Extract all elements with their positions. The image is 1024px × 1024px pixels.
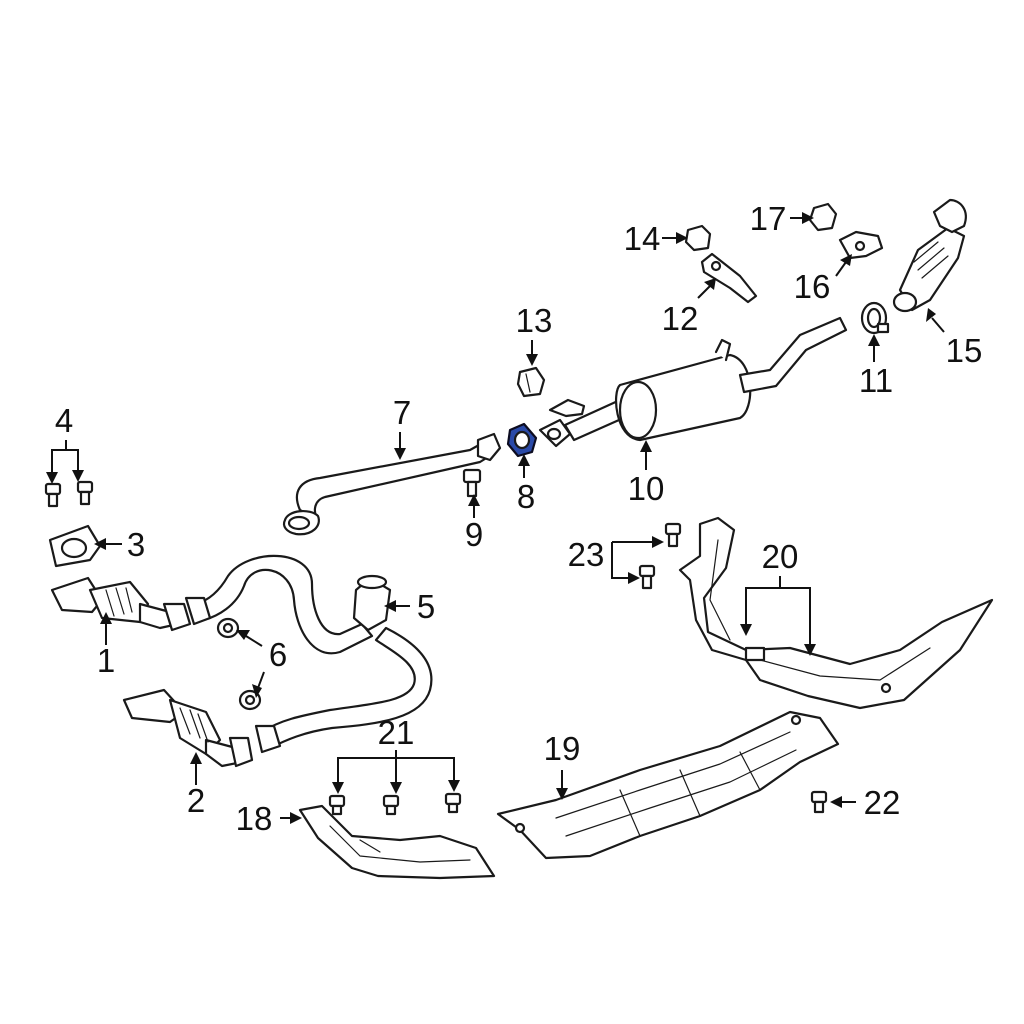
callout-20: 20 (762, 538, 799, 575)
front-pipe-part-7[interactable] (282, 432, 502, 536)
leader-line-23 (611, 536, 664, 584)
callout-17: 17 (750, 200, 787, 237)
leader-line-11 (868, 334, 880, 362)
tailpipe-part-15[interactable] (892, 198, 967, 313)
leader-line-16 (835, 254, 852, 277)
leader-line-20 (740, 576, 816, 656)
callout-3: 3 (127, 526, 145, 563)
callout-9: 9 (465, 516, 483, 553)
leader-line-8 (518, 454, 530, 478)
callout-14: 14 (624, 220, 661, 257)
callout-4: 4 (55, 402, 73, 439)
callout-6: 6 (269, 636, 287, 673)
isolator-part-13[interactable] (516, 366, 546, 398)
y-pipe-part-5[interactable] (184, 554, 433, 754)
bolt-part-9[interactable] (462, 468, 482, 498)
bolt-part-22[interactable] (810, 790, 828, 814)
heat-shield-part-19[interactable] (496, 710, 840, 860)
callout-15: 15 (946, 332, 983, 369)
leader-line-1 (100, 612, 112, 645)
leader-line-12 (697, 278, 716, 299)
leader-line-6 (236, 630, 265, 698)
leader-line-15 (926, 308, 945, 333)
leader-line-17 (790, 212, 814, 224)
callout-21: 21 (378, 714, 415, 751)
leader-line-3 (94, 538, 122, 550)
callout-16: 16 (794, 268, 831, 305)
leader-line-10 (640, 440, 652, 470)
isolator-part-14[interactable] (684, 224, 712, 252)
callout-5: 5 (417, 588, 435, 625)
clamp-part-11[interactable] (860, 301, 890, 335)
callout-13: 13 (516, 302, 553, 339)
bolts-part-21[interactable] (328, 792, 462, 816)
callout-23: 23 (568, 536, 605, 573)
gasket-part-8[interactable] (506, 422, 538, 458)
callout-1: 1 (97, 642, 115, 679)
converter-part-2[interactable] (122, 688, 254, 768)
callout-18: 18 (236, 800, 273, 837)
leader-line-9 (468, 494, 480, 518)
hanger-part-16[interactable] (838, 230, 884, 260)
callout-7: 7 (393, 394, 411, 431)
callout-11: 11 (859, 362, 893, 399)
leader-line-14 (662, 232, 688, 244)
leader-line-13 (526, 340, 538, 366)
converter-part-1[interactable] (50, 576, 192, 632)
leader-line-2 (190, 752, 202, 785)
leader-line-21 (332, 750, 460, 794)
leader-line-5 (384, 600, 410, 612)
leader-line-19 (556, 770, 568, 800)
bolts-part-23[interactable] (638, 522, 682, 590)
muffler-part-10[interactable] (538, 316, 848, 448)
isolator-part-17[interactable] (808, 202, 838, 232)
leader-line-4 (46, 440, 84, 484)
heat-shield-part-20[interactable] (678, 516, 994, 710)
leader-line-22 (830, 796, 856, 808)
heat-shield-part-18[interactable] (298, 804, 496, 880)
callout-22: 22 (864, 784, 901, 821)
callout-12: 12 (662, 300, 699, 337)
callout-19: 19 (544, 730, 581, 767)
nuts-part-6[interactable] (216, 617, 262, 711)
gasket-part-3[interactable] (48, 524, 102, 568)
leader-line-7 (394, 432, 406, 460)
callout-10: 10 (628, 470, 665, 507)
callout-2: 2 (187, 782, 205, 819)
hanger-part-12[interactable] (700, 252, 758, 304)
bolts-part-4[interactable] (44, 480, 94, 508)
leader-line-18 (280, 812, 302, 824)
callout-8: 8 (517, 478, 535, 515)
